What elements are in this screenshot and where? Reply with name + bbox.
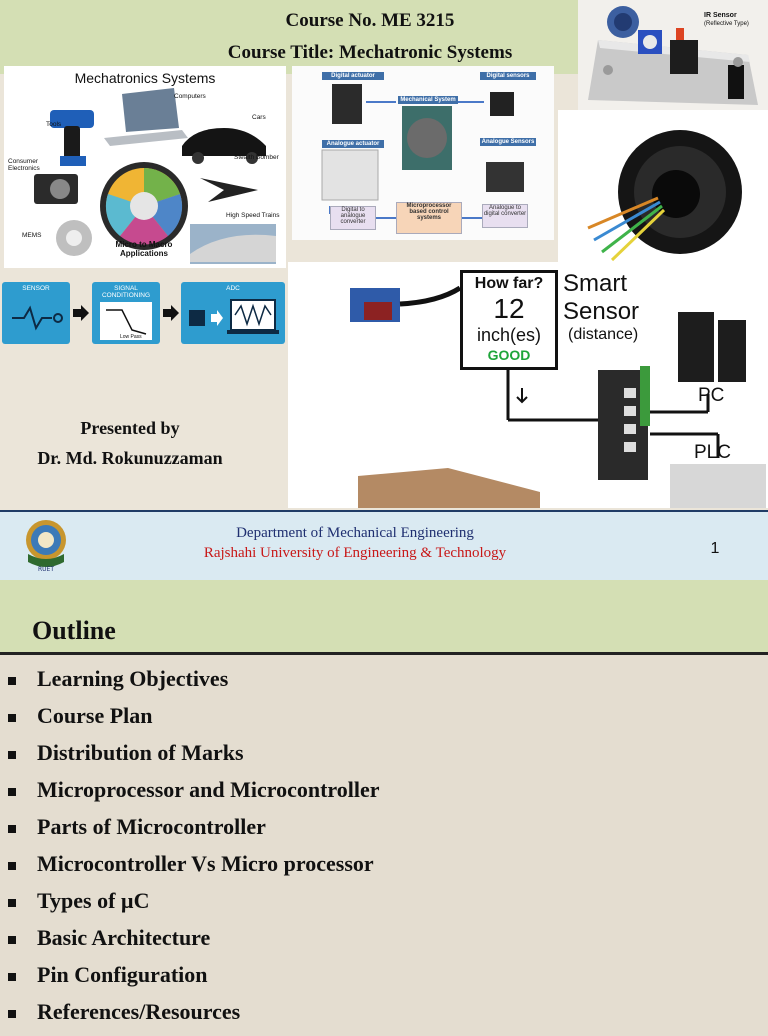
arrow-down-icon <box>516 388 528 404</box>
department-name: Department of Mechanical Engineering <box>236 525 474 541</box>
sensor-wave-icon <box>12 305 63 331</box>
low-pass-caption: Low Pass <box>120 334 142 340</box>
signal-conditioning-label: SIGNAL CONDITIONING <box>101 285 151 299</box>
label-digital-sensors: Digital sensors <box>480 72 536 80</box>
slip-ring-illustration <box>587 130 742 262</box>
slip-ring-image <box>558 110 768 270</box>
label-micro-to-macro: Micro to Macro Applications <box>115 240 173 258</box>
label-mems: MEMS <box>22 232 42 239</box>
display-status: GOOD <box>487 347 531 363</box>
bullet-icon <box>8 751 16 759</box>
svg-text:RUET: RUET <box>38 566 54 573</box>
label-cars: Cars <box>252 114 266 121</box>
pc-label: PC <box>698 385 725 406</box>
bullet-icon <box>8 899 16 907</box>
sensor-label: SENSOR <box>22 285 50 292</box>
ir-sensor-label: IR Sensor <box>704 12 737 19</box>
ir-sensor-type: (Reflective Type) <box>704 21 749 27</box>
bullet-icon <box>8 862 16 870</box>
bullet-icon <box>8 714 16 722</box>
adc-laptop-icon <box>189 299 279 334</box>
arrow-right-icon <box>163 305 179 321</box>
label-computers: Computers <box>174 93 206 100</box>
box-microprocessor: Microprocessor based control systems <box>396 202 462 234</box>
label-analogue-sensors: Analogue Sensors <box>480 138 536 146</box>
display-value: 12 <box>493 293 525 324</box>
course-title: Course Title: Mechatronic Systems <box>227 42 513 63</box>
box-adc: Analogue to digital converter <box>482 204 528 228</box>
display-question: How far? <box>474 275 544 292</box>
label-consumer-electronics: Consumer Electronics <box>8 158 40 172</box>
label-high-speed-trains: High Speed Trains <box>226 212 280 219</box>
bullet-icon <box>8 1010 16 1018</box>
slide-footer: RUET Department of Mechanical Engineerin… <box>0 510 768 580</box>
signal-flow-diagram: SENSOR SIGNAL CONDITIONING Low Pass ADC <box>0 280 288 346</box>
plc-label: PLC <box>694 442 731 463</box>
low-pass-filter-icon <box>100 302 152 340</box>
display-unit: inch(es) <box>476 325 542 345</box>
signal-conditioning-card: SIGNAL CONDITIONING Low Pass <box>92 282 160 344</box>
sensor-card: SENSOR <box>2 282 70 344</box>
label-tools: Tools <box>46 121 62 128</box>
smart-sensor-title-1: Smart <box>563 270 628 297</box>
bullet-icon <box>8 825 16 833</box>
adc-card: ADC <box>181 282 285 344</box>
presenter-name: Dr. Md. Rokunuzzaman <box>37 448 223 468</box>
mechatronics-systems-image: Mechatronics Systems <box>4 66 286 268</box>
outline-header-band: Outline <box>0 580 768 655</box>
label-mechanical-system: Mechanical System <box>398 96 458 104</box>
box-dac: Digital to analogue converter <box>330 206 376 230</box>
bullet-icon <box>8 973 16 981</box>
mechatronics-collage <box>34 88 276 264</box>
presented-by: Presented by <box>80 418 180 438</box>
ir-sensor-illustration <box>588 6 758 105</box>
bullet-icon <box>8 677 16 685</box>
arrow-right-icon <box>73 305 89 321</box>
label-digital-actuator: Digital actuator <box>322 72 384 80</box>
course-number: Course No. ME 3215 <box>285 10 455 31</box>
system-diagram-graphics <box>321 84 524 219</box>
title-slide: Course No. ME 3215 Course Title: Mechatr… <box>0 0 768 580</box>
mechatronics-image-title: Mechatronics Systems <box>74 70 216 86</box>
page-number: 1 <box>710 540 720 557</box>
ruet-logo-icon: RUET <box>26 520 66 573</box>
adc-label: ADC <box>226 285 240 292</box>
university-name: Rajshahi University of Engineering & Tec… <box>203 545 507 561</box>
ir-sensor-image: IR Sensor (Reflective Type) <box>578 0 768 110</box>
ruet-logo: RUET <box>22 516 70 574</box>
smart-sensor-illustration <box>350 285 766 508</box>
bullet-icon <box>8 788 16 796</box>
outline-slide: Outline Learning Objectives Course Plan … <box>0 580 768 1024</box>
smart-sensor-title-2: Sensor <box>563 298 640 325</box>
label-analogue-actuator: Analogue actuator <box>322 140 384 148</box>
distance-display: How far? 12 inch(es) GOOD <box>460 270 558 370</box>
label-stealth-bomber: Stealth Bomber <box>234 154 279 161</box>
smart-sensor-subtitle: (distance) <box>568 326 639 343</box>
smart-sensor-image: How far? 12 inch(es) GOOD Smart Sensor (… <box>288 262 768 508</box>
outline-title: Outline <box>32 616 116 645</box>
bullet-icon <box>8 936 16 944</box>
mechatronic-system-diagram: Digital actuator Digital sensors Mechani… <box>292 66 554 240</box>
